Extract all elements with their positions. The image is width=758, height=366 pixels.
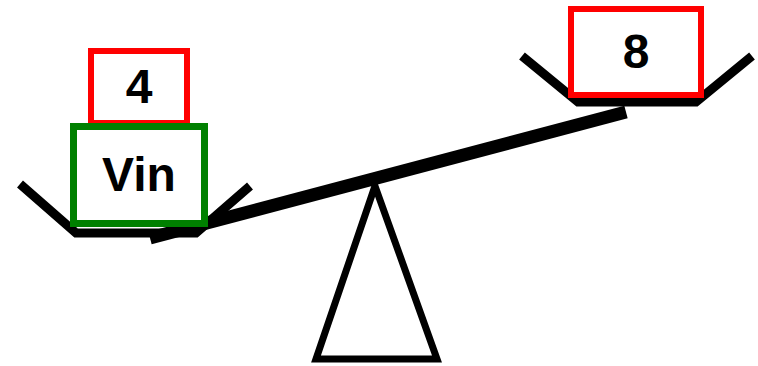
weight-box: 8 xyxy=(568,6,704,98)
input-box: Vin xyxy=(70,123,208,227)
box-label: Vin xyxy=(102,151,176,199)
weight-box: 4 xyxy=(88,48,190,126)
box-label: 4 xyxy=(126,63,153,111)
beam xyxy=(150,112,626,238)
box-label: 8 xyxy=(623,28,650,76)
fulcrum xyxy=(316,186,437,359)
